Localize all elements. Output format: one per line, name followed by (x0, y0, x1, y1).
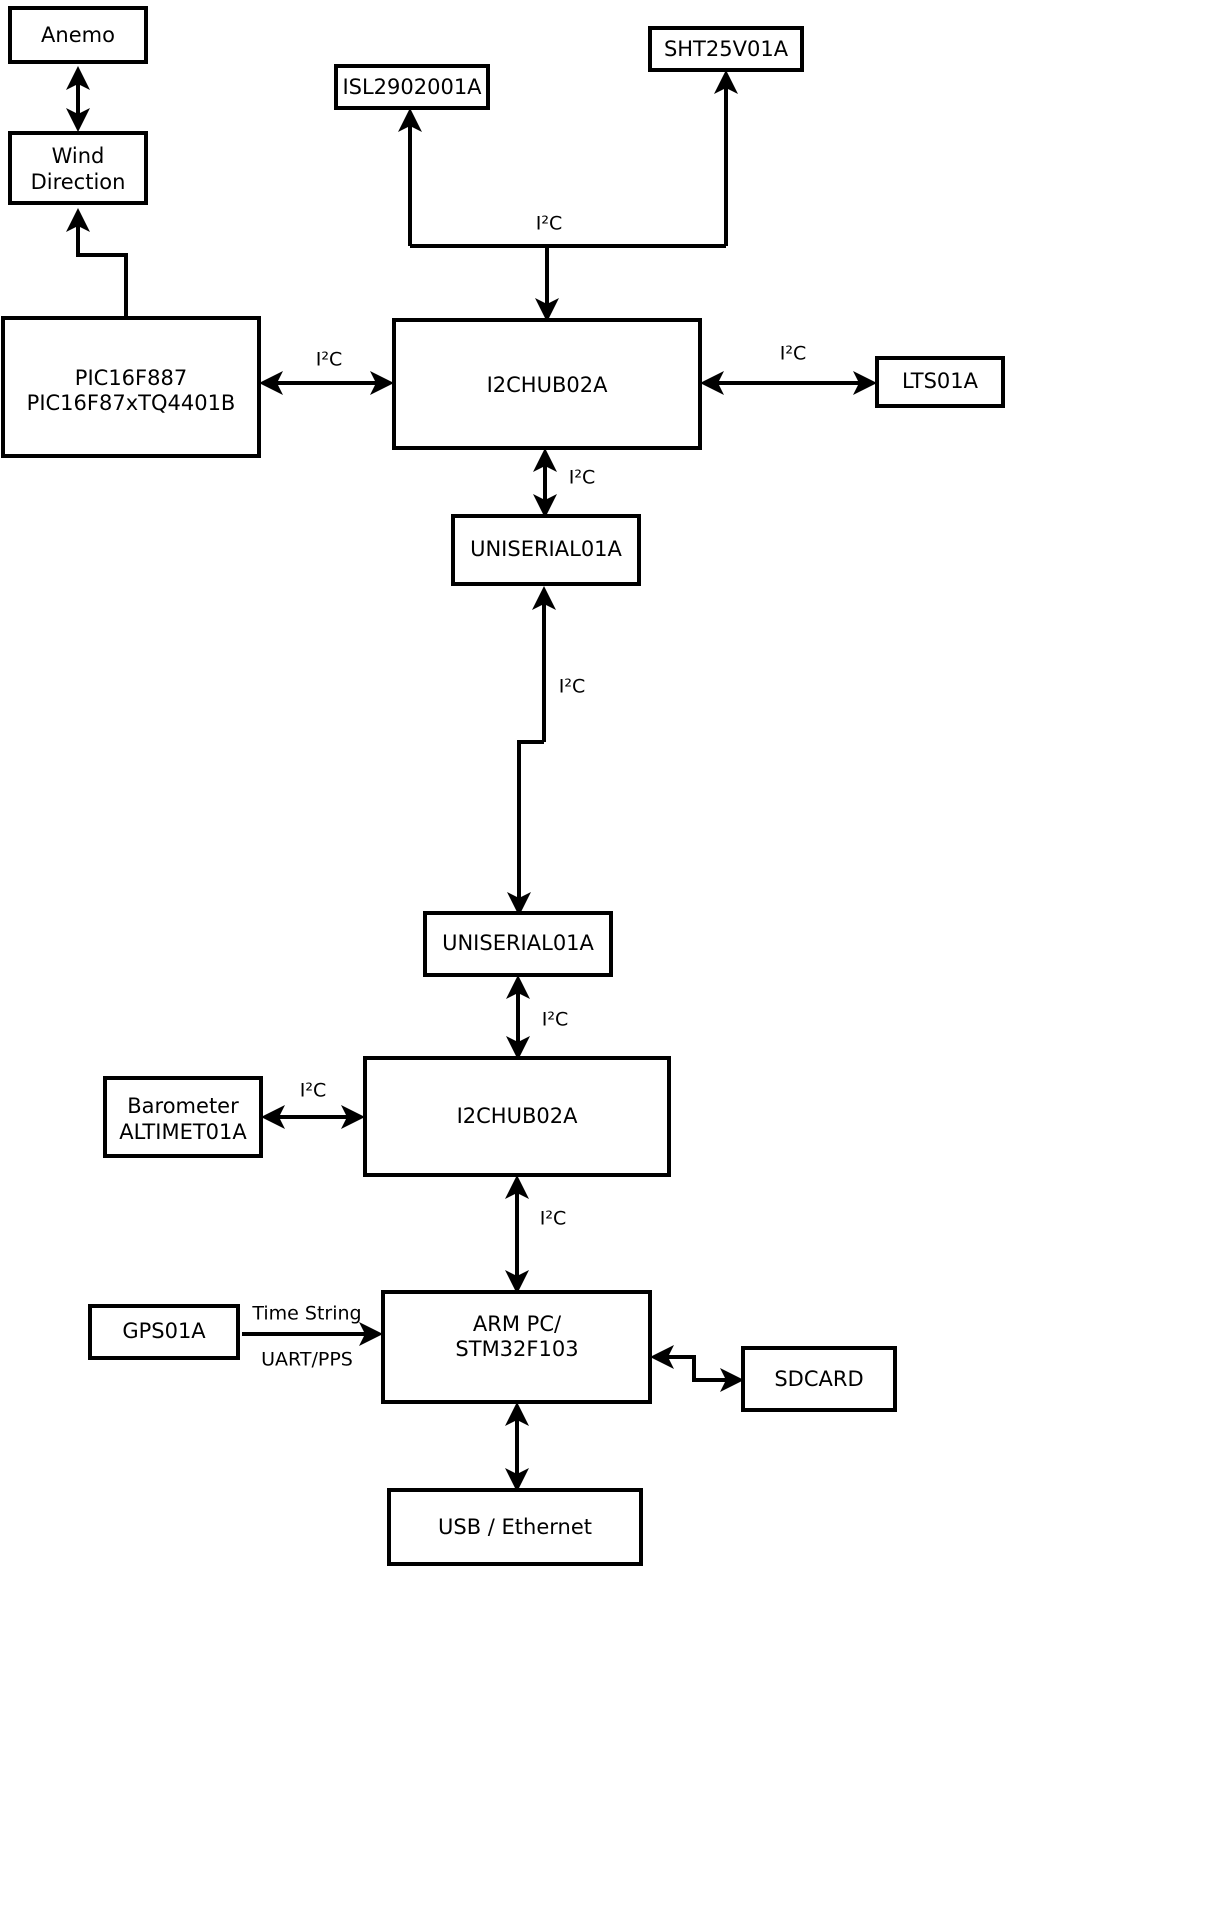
node-lts01a-box (875, 356, 1005, 408)
node-anemo[interactable]: Anemo (8, 6, 148, 64)
edge-label-gps-time-string: Time String (251, 1303, 361, 1325)
node-sht25v01a[interactable]: SHT25V01A (648, 26, 804, 72)
edge-hub-arm: I²C (505, 1175, 567, 1294)
edge-label-gps-uart-pps: UART/PPS (261, 1349, 353, 1371)
node-arm-pc-label-line1: ARM PC/ (473, 1312, 562, 1336)
node-pic-label-line1: PIC16F887 (75, 366, 187, 390)
node-gps01a[interactable]: GPS01A (88, 1304, 240, 1360)
edge-barometer-hub: I²C (261, 1080, 365, 1129)
node-wind-direction[interactable]: Wind Direction (8, 131, 148, 205)
node-wind-direction-label-line2: Direction (31, 170, 126, 194)
node-i2chub02a-top-box (392, 318, 702, 450)
node-usb-ethernet[interactable]: USB / Ethernet (387, 1488, 643, 1566)
node-usb-ethernet-label: USB / Ethernet (438, 1515, 592, 1539)
node-lts01a-label: LTS01A (902, 369, 979, 393)
edge-label-i2c-pic-hub: I²C (316, 349, 343, 371)
edge-arm-sdcard-path (650, 1345, 744, 1392)
node-sdcard-box (741, 1346, 897, 1412)
node-uniserial01a-top-label: UNISERIAL01A (470, 537, 622, 561)
node-lts01a[interactable]: LTS01A (875, 356, 1005, 408)
edge-i2c-top-bus: I²C (398, 70, 738, 322)
edge-gps-arm: Time String UART/PPS (242, 1303, 383, 1371)
edge-label-i2c-hub-arm: I²C (540, 1208, 567, 1230)
node-isl2902001a-label: ISL2902001A (342, 75, 482, 99)
edge-label-i2c-barometer-hub: I²C (300, 1080, 327, 1102)
node-arm-pc-box (381, 1290, 652, 1404)
edge-label-i2c-uniserial-hub-bottom: I²C (542, 1009, 569, 1031)
node-isl2902001a[interactable]: ISL2902001A (334, 64, 490, 110)
node-usb-ethernet-box (387, 1488, 643, 1566)
node-uniserial01a-top-box (451, 514, 641, 586)
edge-label-i2c-hub-uniserial: I²C (569, 467, 596, 489)
node-i2chub02a-top[interactable]: I2CHUB02A (392, 318, 702, 450)
node-gps01a-box (88, 1304, 240, 1360)
node-barometer-label-line1: Barometer (127, 1094, 239, 1118)
node-anemo-label: Anemo (41, 23, 115, 47)
node-barometer-box (103, 1076, 263, 1158)
node-i2chub02a-top-label: I2CHUB02A (487, 373, 609, 397)
node-uniserial01a-bottom[interactable]: UNISERIAL01A (423, 911, 613, 977)
node-gps01a-label: GPS01A (122, 1319, 206, 1343)
node-i2chub02a-bottom-label: I2CHUB02A (457, 1104, 579, 1128)
edge-label-i2c-uniserial-link: I²C (559, 676, 586, 698)
node-barometer-label-line2: ALTIMET01A (119, 1120, 247, 1144)
edge-label-i2c-hub-lts: I²C (780, 343, 807, 365)
node-sdcard[interactable]: SDCARD (741, 1346, 897, 1412)
edge-uniserial-hub-bottom: I²C (506, 975, 569, 1060)
node-uniserial01a-bottom-box (423, 911, 613, 977)
node-barometer[interactable]: Barometer ALTIMET01A (103, 1076, 263, 1158)
edge-hub-lts: I²C (700, 343, 877, 395)
node-sdcard-label: SDCARD (774, 1367, 863, 1391)
node-arm-pc-label-line2: STM32F103 (455, 1337, 578, 1361)
node-pic-box (1, 316, 261, 458)
edge-pic-wind-direction-path (66, 208, 128, 310)
node-sht25v01a-label: SHT25V01A (664, 37, 789, 61)
edge-label-i2c-bus-top: I²C (536, 213, 563, 235)
node-wind-direction-label-line1: Wind (52, 144, 105, 168)
node-i2chub02a-bottom-box (363, 1056, 671, 1177)
edge-uniserial-link-down (507, 740, 544, 916)
edge-hub-uniserial-top: I²C (533, 448, 596, 518)
node-pic-label-line2: PIC16F87xTQ4401B (27, 391, 236, 415)
edge-uniserial-link: I²C (507, 586, 586, 916)
node-i2chub02a-bottom[interactable]: I2CHUB02A (363, 1056, 671, 1177)
node-pic[interactable]: PIC16F887 PIC16F87xTQ4401B (1, 316, 261, 458)
node-uniserial01a-bottom-label: UNISERIAL01A (442, 931, 594, 955)
node-arm-pc[interactable]: ARM PC/ STM32F103 (381, 1290, 652, 1404)
node-wind-direction-box (8, 131, 148, 205)
edge-arm-sdcard (650, 1345, 744, 1392)
edge-pic-hub: I²C (259, 349, 394, 395)
node-uniserial01a-top[interactable]: UNISERIAL01A (451, 514, 641, 586)
node-anemo-box (8, 6, 148, 64)
